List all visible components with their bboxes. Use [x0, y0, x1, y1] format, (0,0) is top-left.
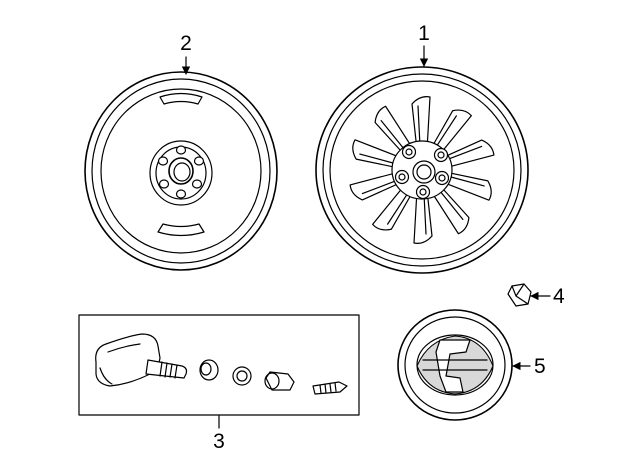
alloy-wheel — [315, 66, 529, 274]
leader-lines — [181, 45, 551, 429]
callout-spare-wheel: 2 — [180, 32, 192, 55]
callout-tpms-sensor-kit: 3 — [213, 430, 225, 453]
callout-lug-nut: 4 — [553, 285, 565, 308]
tpms-sensor-kit — [78, 314, 360, 416]
callout-center-cap: 5 — [534, 355, 546, 378]
center-cap — [397, 309, 513, 421]
lug-nut — [507, 283, 532, 307]
spare-wheel — [84, 71, 278, 271]
callout-wheel: 1 — [418, 22, 430, 45]
